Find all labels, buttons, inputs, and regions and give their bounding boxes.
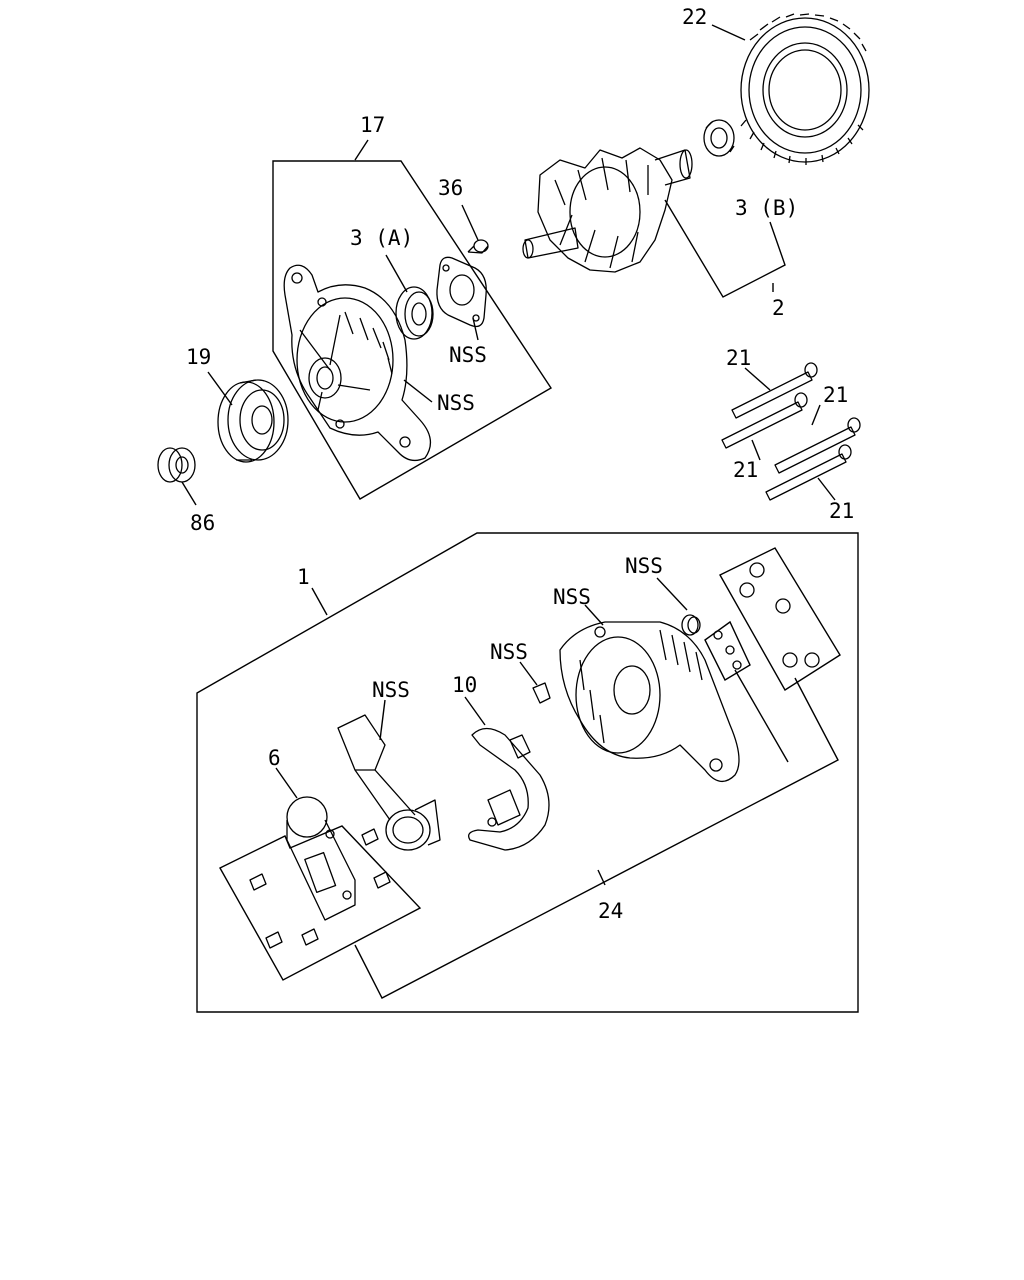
screw-36: [467, 239, 489, 254]
group-1-frame: [196, 532, 859, 1013]
label-nss-rear-housing: NSS: [553, 585, 591, 609]
label-21-d: 21: [829, 499, 854, 523]
bearing-3a: [395, 286, 434, 340]
label-36: 36: [438, 176, 463, 200]
label-6: 6: [268, 746, 281, 770]
rear-housing: [559, 621, 740, 782]
label-17: 17: [360, 113, 385, 137]
label-24: 24: [598, 899, 623, 923]
label-21-b: 21: [823, 383, 848, 407]
stator-core: [740, 13, 870, 165]
label-nss-retainer-plate: NSS: [449, 343, 487, 367]
label-21-c: 21: [733, 458, 758, 482]
insulator-bush: [681, 614, 701, 636]
label-nss-brush-cover: NSS: [372, 678, 410, 702]
label-19: 19: [186, 345, 211, 369]
leader-lines: [181, 24, 839, 999]
label-22: 22: [682, 5, 707, 29]
clip: [532, 682, 551, 704]
label-10: 10: [452, 673, 477, 697]
front-housing: [283, 264, 432, 462]
group-17-frame: [272, 160, 552, 500]
label-2: 2: [772, 296, 785, 320]
label-21-a: 21: [726, 346, 751, 370]
label-nss-terminal: NSS: [625, 554, 663, 578]
label-3a: 3 (A): [350, 226, 413, 250]
bearing-3b: [703, 119, 735, 157]
label-1: 1: [297, 565, 310, 589]
label-3b: 3 (B): [735, 196, 798, 220]
regulator-6: [286, 796, 356, 921]
brush-holder-10: [467, 727, 550, 851]
label-nss-front-housing: NSS: [437, 391, 475, 415]
label-nss-clip: NSS: [490, 640, 528, 664]
label-86: 86: [190, 511, 215, 535]
bearing-retainer-plate: [436, 256, 487, 328]
screw-plate: [219, 825, 422, 981]
brush-cover: [337, 714, 441, 851]
pulley-19: [217, 379, 289, 463]
rotor: [522, 147, 693, 273]
terminal-nut-plate: [704, 547, 841, 691]
through-bolts-21: [721, 362, 861, 501]
nut-86: [157, 447, 196, 483]
